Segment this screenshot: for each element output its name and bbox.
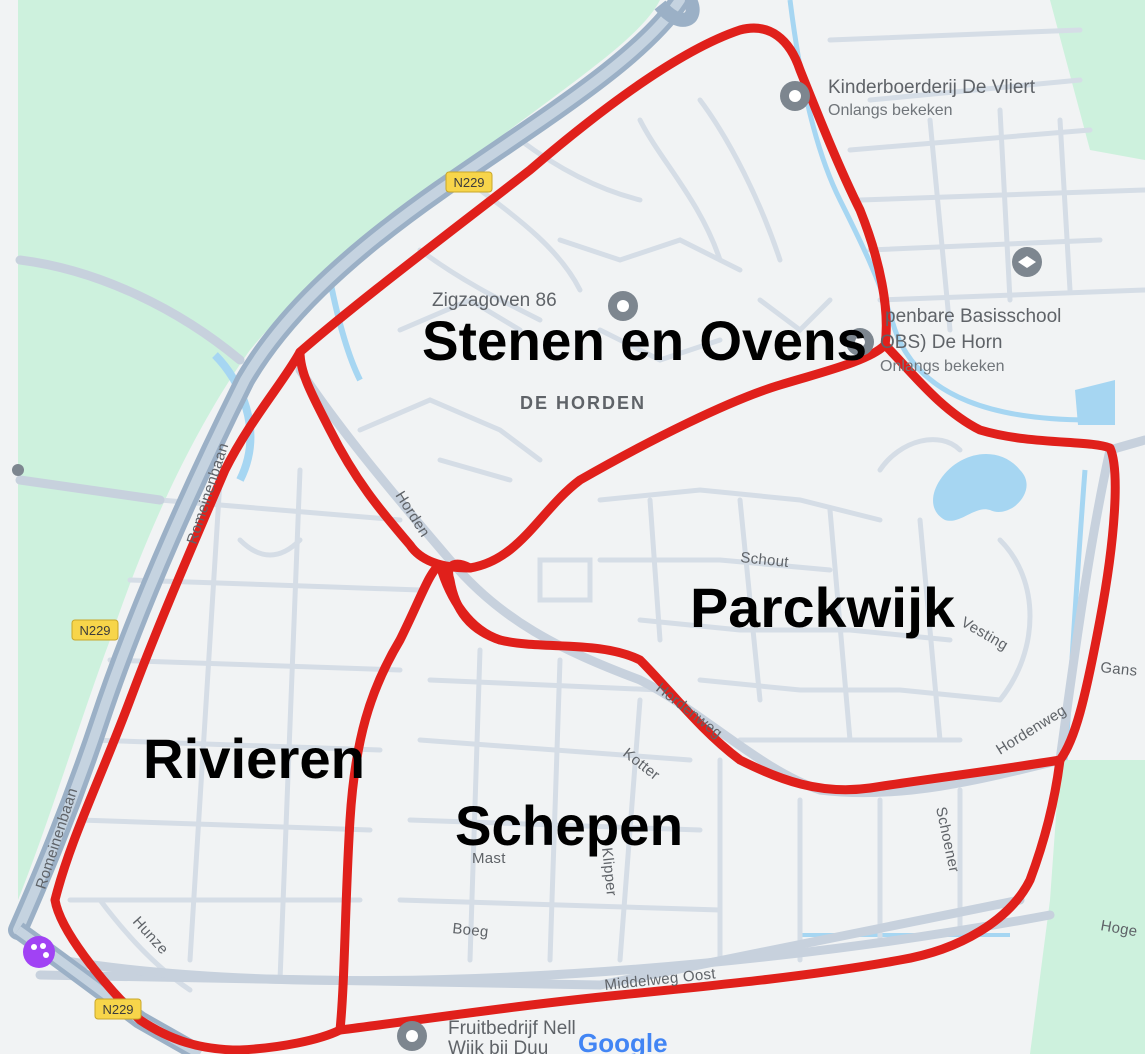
poi-name-line1: penbare Basisschool bbox=[885, 306, 1061, 327]
canal-west bbox=[212, 352, 255, 482]
poi-name-line1: Fruitbedrijf Nell bbox=[448, 1018, 576, 1039]
green-area-right-lower bbox=[1030, 760, 1145, 1054]
highway-shield-label: N229 bbox=[79, 623, 110, 638]
road-label-schout: Schout bbox=[740, 549, 791, 571]
district-boundaries bbox=[50, 23, 1120, 1054]
google-logo: Google bbox=[578, 1028, 668, 1054]
poi-fruitbedrijf[interactable]: Fruitbedrijf Nell Wijk bij Duu bbox=[397, 1018, 576, 1054]
district-label-schepen: Schepen bbox=[455, 794, 683, 857]
road-label-boeg: Boeg bbox=[452, 920, 490, 941]
highway-shield-mid: N229 bbox=[71, 619, 119, 641]
poi-zigzagoven[interactable]: Zigzagoven 86 bbox=[432, 290, 638, 321]
highway-shield-bottom: N229 bbox=[94, 998, 142, 1020]
road-label-mast: Mast bbox=[472, 850, 506, 867]
google-logo-g: Google bbox=[578, 1028, 668, 1054]
poi-name: Kinderboerderij De Vliert bbox=[828, 77, 1036, 98]
highway-shield-label: N229 bbox=[102, 1002, 133, 1017]
highway-n229-inner bbox=[13, 0, 685, 935]
district-label-parckwijk: Parckwijk bbox=[690, 576, 956, 639]
poi-name: Zigzagoven 86 bbox=[432, 290, 557, 311]
pond-parckwijk bbox=[933, 453, 1027, 521]
edge-marker-icon bbox=[12, 464, 24, 476]
canal-vliert bbox=[787, 0, 1091, 423]
poi-school[interactable]: penbare Basisschool OBS) De Horn Onlangs… bbox=[846, 247, 1061, 375]
road-label-gans: Gans bbox=[1100, 659, 1139, 680]
poi-kinderboerderij[interactable]: Kinderboerderij De Vliert Onlangs bekeke… bbox=[780, 77, 1036, 119]
highway-interchange-top bbox=[654, 0, 700, 27]
district-label-rivieren: Rivieren bbox=[143, 727, 365, 790]
poi-name-line2: OBS) De Horn bbox=[880, 332, 1002, 353]
highway-shield-label: N229 bbox=[453, 175, 484, 190]
main-roads bbox=[15, 255, 1145, 990]
poi-sub: Onlangs bekeken bbox=[828, 102, 953, 119]
palette-icon[interactable] bbox=[23, 936, 55, 968]
poi-name-line2: Wijk bij Duu bbox=[448, 1038, 548, 1054]
road-label-klipper: Klipper bbox=[598, 847, 620, 897]
poi-sub: Onlangs bekeken bbox=[880, 358, 1005, 375]
boundary-rivieren bbox=[50, 347, 445, 1054]
area-label-de-horden: DE HORDEN bbox=[520, 393, 646, 413]
green-area-right bbox=[1050, 0, 1145, 160]
green-area-polder bbox=[18, 0, 660, 900]
water-right bbox=[1075, 380, 1115, 425]
district-label-stenen-en-ovens: Stenen en Ovens bbox=[422, 309, 867, 372]
canal-horden bbox=[327, 279, 363, 382]
boundary-schepen bbox=[335, 560, 1065, 1035]
highway-shield-top: N229 bbox=[445, 171, 493, 193]
road-label-hoge: Hoge bbox=[1099, 917, 1138, 940]
